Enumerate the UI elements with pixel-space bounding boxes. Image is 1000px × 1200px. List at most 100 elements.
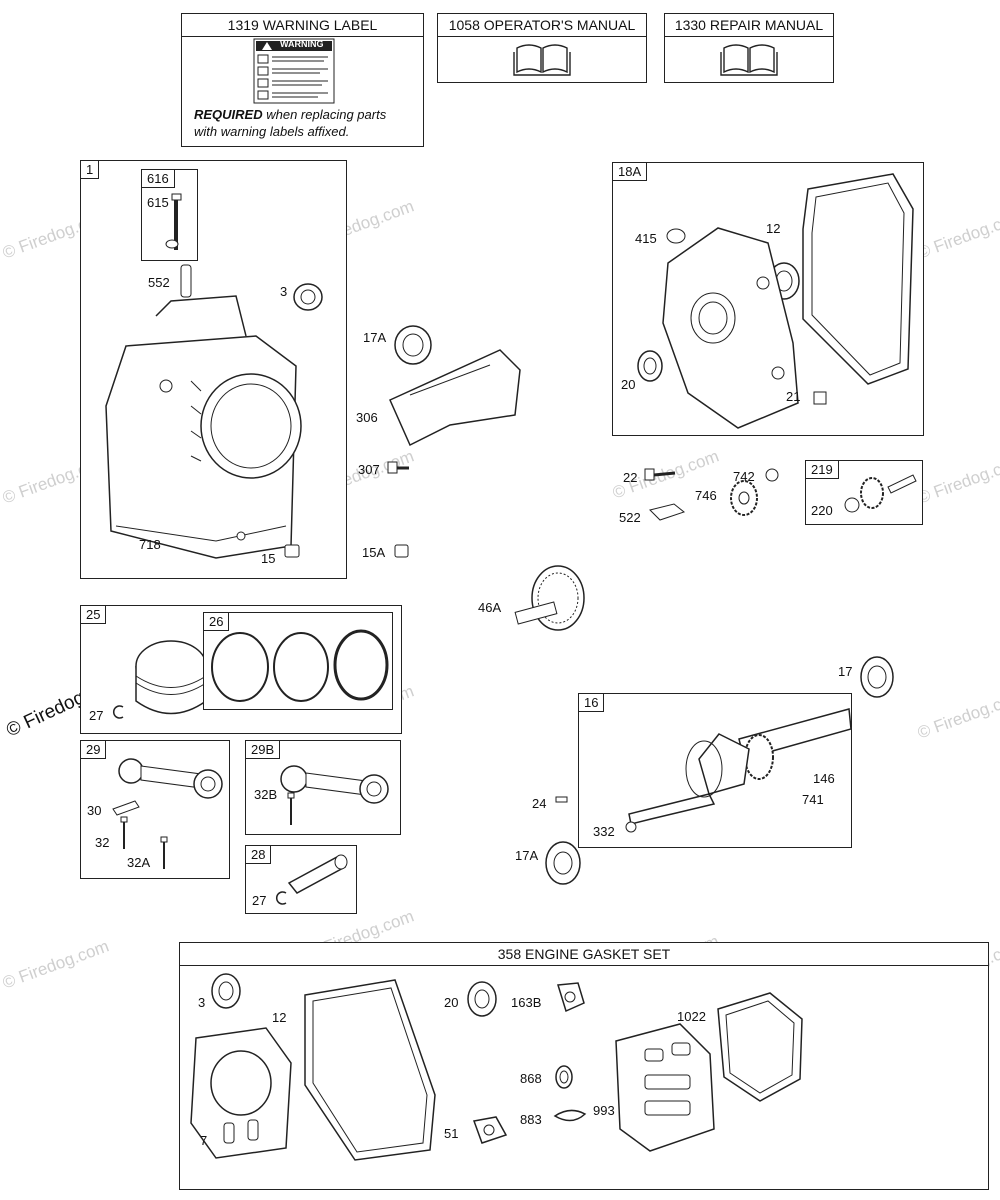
cap-icon	[666, 228, 686, 244]
piston-box[interactable]: 25 27 26	[80, 605, 402, 734]
warning-label-box[interactable]: 1319 WARNING LABEL WARNING REQUIRED when…	[181, 13, 424, 147]
gasket-icon	[557, 982, 585, 1013]
part-24[interactable]: 24	[532, 796, 547, 811]
breather-subbox[interactable]: 616	[141, 169, 198, 261]
crankshaft-icon	[628, 708, 852, 825]
piston-pin-box[interactable]: 28 27	[245, 845, 357, 914]
rod-b-tag: 29B	[246, 741, 281, 759]
warning-label-title: 1319 WARNING LABEL	[182, 14, 423, 37]
bearing-icon	[545, 841, 581, 885]
crank-tag: 16	[579, 694, 605, 712]
gasket-icon	[472, 1116, 508, 1144]
part-883[interactable]: 883	[520, 1112, 542, 1127]
part-21[interactable]: 21	[786, 389, 801, 404]
part-741[interactable]: 741	[802, 792, 824, 807]
oil-seal-icon	[467, 981, 497, 1017]
drain-plug-icon	[813, 391, 827, 405]
book-icon	[513, 44, 571, 76]
cylinder-block-icon	[105, 295, 302, 559]
part-307[interactable]: 307	[358, 462, 380, 477]
part-220[interactable]: 220	[811, 503, 833, 518]
watermark: © Firedog.com	[914, 686, 1000, 743]
part-742[interactable]: 742	[733, 469, 755, 484]
crankcase-cover-icon	[662, 227, 799, 429]
watermark: © Firedog.com	[0, 936, 112, 993]
part-20[interactable]: 20	[444, 995, 459, 1010]
oil-seal-icon	[293, 283, 323, 311]
part-32[interactable]: 32	[95, 835, 110, 850]
valve-guide-icon	[180, 264, 192, 298]
bolt-icon	[287, 792, 295, 825]
bolt-icon	[160, 836, 168, 869]
part-32A[interactable]: 32A	[127, 855, 151, 870]
part-163B[interactable]: 163B	[511, 995, 542, 1010]
part-32B[interactable]: 32B	[254, 787, 278, 802]
breather-tag: 616	[142, 170, 175, 188]
gear-icon	[844, 474, 917, 513]
part-30[interactable]: 30	[87, 803, 102, 818]
oil-seal-icon	[637, 350, 663, 382]
watermark: © Firedog.com	[914, 451, 1000, 508]
part-12[interactable]: 12	[766, 221, 781, 236]
piston-pin-icon	[287, 854, 348, 894]
part-17A[interactable]: 17A	[515, 848, 539, 863]
crankshaft-box[interactable]: 16 146 741 332	[578, 693, 852, 848]
cover-tag: 18A	[613, 163, 648, 181]
part-27[interactable]: 27	[89, 708, 104, 723]
part-146[interactable]: 146	[813, 771, 835, 786]
part-1022[interactable]: 1022	[677, 1009, 706, 1024]
crankcase-cover-box[interactable]: 18A 415 12 17 20 21	[612, 162, 924, 436]
clip-icon	[276, 891, 287, 905]
part-332[interactable]: 332	[593, 824, 615, 839]
part-552[interactable]: 552	[148, 275, 170, 290]
connecting-rod-b-box[interactable]: 29B 32B	[245, 740, 401, 835]
bolt-icon	[120, 816, 128, 849]
repair-manual-box[interactable]: 1330 REPAIR MANUAL	[664, 13, 834, 83]
part-615[interactable]: 615	[147, 195, 169, 210]
part-17[interactable]: 17	[838, 664, 853, 679]
part-522[interactable]: 522	[619, 510, 641, 525]
bearing-icon	[860, 656, 894, 698]
part-15A[interactable]: 15A	[362, 545, 386, 560]
washer-icon	[765, 468, 779, 482]
connecting-rod-box[interactable]: 29 30 32 32A	[80, 740, 230, 879]
connecting-rod-icon	[118, 758, 223, 799]
oil-seal-icon	[211, 973, 241, 1009]
head-gasket-icon	[190, 1027, 292, 1159]
screw-icon	[387, 461, 409, 474]
part-17A[interactable]: 17A	[363, 330, 387, 345]
part-22[interactable]: 22	[623, 470, 638, 485]
part-306[interactable]: 306	[356, 410, 378, 425]
required-rest: when replacing parts	[262, 107, 387, 122]
engine-gasket-set-box[interactable]: 358 ENGINE GASKET SET 3 12 7 20 163B 51 …	[179, 942, 989, 1190]
piston-icon	[135, 640, 207, 715]
part-46A[interactable]: 46A	[478, 600, 502, 615]
part-415[interactable]: 415	[635, 231, 657, 246]
piston-rings-box[interactable]: 26	[203, 612, 393, 710]
part-993[interactable]: 993	[593, 1103, 615, 1118]
piston-ring-icon	[211, 629, 389, 702]
pin-icon	[555, 796, 568, 803]
cylinder-block-box[interactable]: 1 616 615 552 3 718 15	[80, 160, 347, 579]
book-icon	[720, 44, 778, 76]
part-868[interactable]: 868	[520, 1071, 542, 1086]
repair-manual-title: 1330 REPAIR MANUAL	[665, 14, 833, 37]
plug-icon	[284, 544, 300, 558]
part-746[interactable]: 746	[695, 488, 717, 503]
operators-manual-box[interactable]: 1058 OPERATOR'S MANUAL	[437, 13, 647, 83]
gasket-set-title: 358 ENGINE GASKET SET	[180, 943, 988, 966]
operators-manual-title: 1058 OPERATOR'S MANUAL	[438, 14, 646, 37]
required-line2: with warning labels affixed.	[194, 124, 350, 139]
part-15[interactable]: 15	[261, 551, 276, 566]
part-12[interactable]: 12	[272, 1010, 287, 1025]
part-27[interactable]: 27	[252, 893, 267, 908]
part-20[interactable]: 20	[621, 377, 636, 392]
gasket-icon	[553, 1109, 587, 1122]
part-718[interactable]: 718	[139, 537, 161, 552]
part-3[interactable]: 3	[198, 995, 206, 1010]
part-51[interactable]: 51	[444, 1126, 459, 1141]
part-3[interactable]: 3	[280, 284, 288, 299]
governor-kit-box[interactable]: 219 220	[805, 460, 923, 525]
cylinder-gasket-icon	[615, 1023, 715, 1152]
